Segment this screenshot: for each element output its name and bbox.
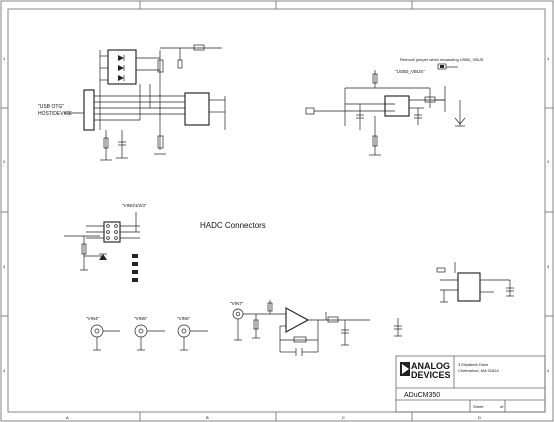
usb-otg-label: "USB OTG" [38, 104, 64, 110]
op-amp [285, 307, 310, 333]
vin5-label: "VIN5" [134, 316, 148, 321]
company-name-line1: ANALOG [411, 361, 450, 371]
reference-ic-block [436, 262, 514, 303]
vin6-label: "VIN6" [177, 316, 191, 321]
address-line2: Chelmsford, MA 01824 [458, 368, 499, 373]
col-label-a-bottom: A [66, 415, 69, 420]
sheet-label: Sheet [473, 404, 484, 409]
vin4-connector: "VIN4" [86, 316, 120, 351]
row-label-3-left: 3 [3, 264, 6, 269]
hadc-connectors-title: HADC Connectors [200, 221, 266, 230]
title-block: ANALOG DEVICES 3 Elizabeth Drive Chelmsf… [395, 355, 546, 413]
row-label-1-right: 1 [547, 56, 550, 61]
jumper-symbol [437, 63, 447, 70]
usb-otg-block: "USB OTG" HOST/DEVICE [38, 44, 226, 161]
address-line1: 3 Elizabeth Drive [458, 362, 489, 367]
col-label-c-bottom: C [342, 415, 345, 420]
usb0-vbus-label: "USB0_VBUS" [395, 69, 425, 74]
company-name-line2: DEVICES [411, 370, 451, 380]
remove-jumper-note: Remove jumper when measuring USB0_VBUS [400, 57, 484, 62]
row-label-4-right: 4 [547, 368, 550, 373]
row-markers: 1 2 3 4 1 2 3 4 [1, 56, 553, 373]
sheet-of-label: of [500, 404, 504, 409]
row-label-2-left: 2 [3, 159, 6, 164]
analog-devices-logo-icon [400, 362, 410, 376]
vin7-amplifier-block: "VIN7" [230, 300, 402, 356]
reference-ic [457, 272, 481, 302]
vin7-label: "VIN7" [230, 301, 244, 306]
vin0123-label: "VIN0/1/2/3" [122, 203, 147, 208]
vbus-regulator-ic [384, 95, 410, 117]
esd-diode-array [107, 49, 137, 85]
row-label-2-right: 2 [547, 159, 550, 164]
host-device-label: HOST/DEVICE [38, 111, 73, 117]
vbus-source-box [305, 107, 315, 115]
col-label-b-bottom: B [206, 415, 209, 420]
row-label-3-right: 3 [547, 264, 550, 269]
row-label-1-left: 1 [3, 56, 6, 61]
col-label-d-bottom: D [478, 415, 481, 420]
sheet-frame-inner [7, 8, 546, 413]
vin4-label: "VIN4" [86, 316, 100, 321]
part-number: ADuCM350 [404, 392, 440, 399]
usb-connector [83, 89, 95, 131]
usb0-vbus-block: Remove jumper when measuring USB0_VBUS "… [305, 57, 484, 156]
hadc-connector-block: "VIN0/1/2/3" HADC Connectors [64, 203, 266, 282]
row-label-4-left: 4 [3, 368, 6, 373]
usb-switch-ic [184, 92, 210, 126]
column-markers: A B C D [66, 1, 481, 421]
vin6-connector: "VIN6" [177, 316, 208, 351]
vin5-connector: "VIN5" [134, 316, 165, 351]
